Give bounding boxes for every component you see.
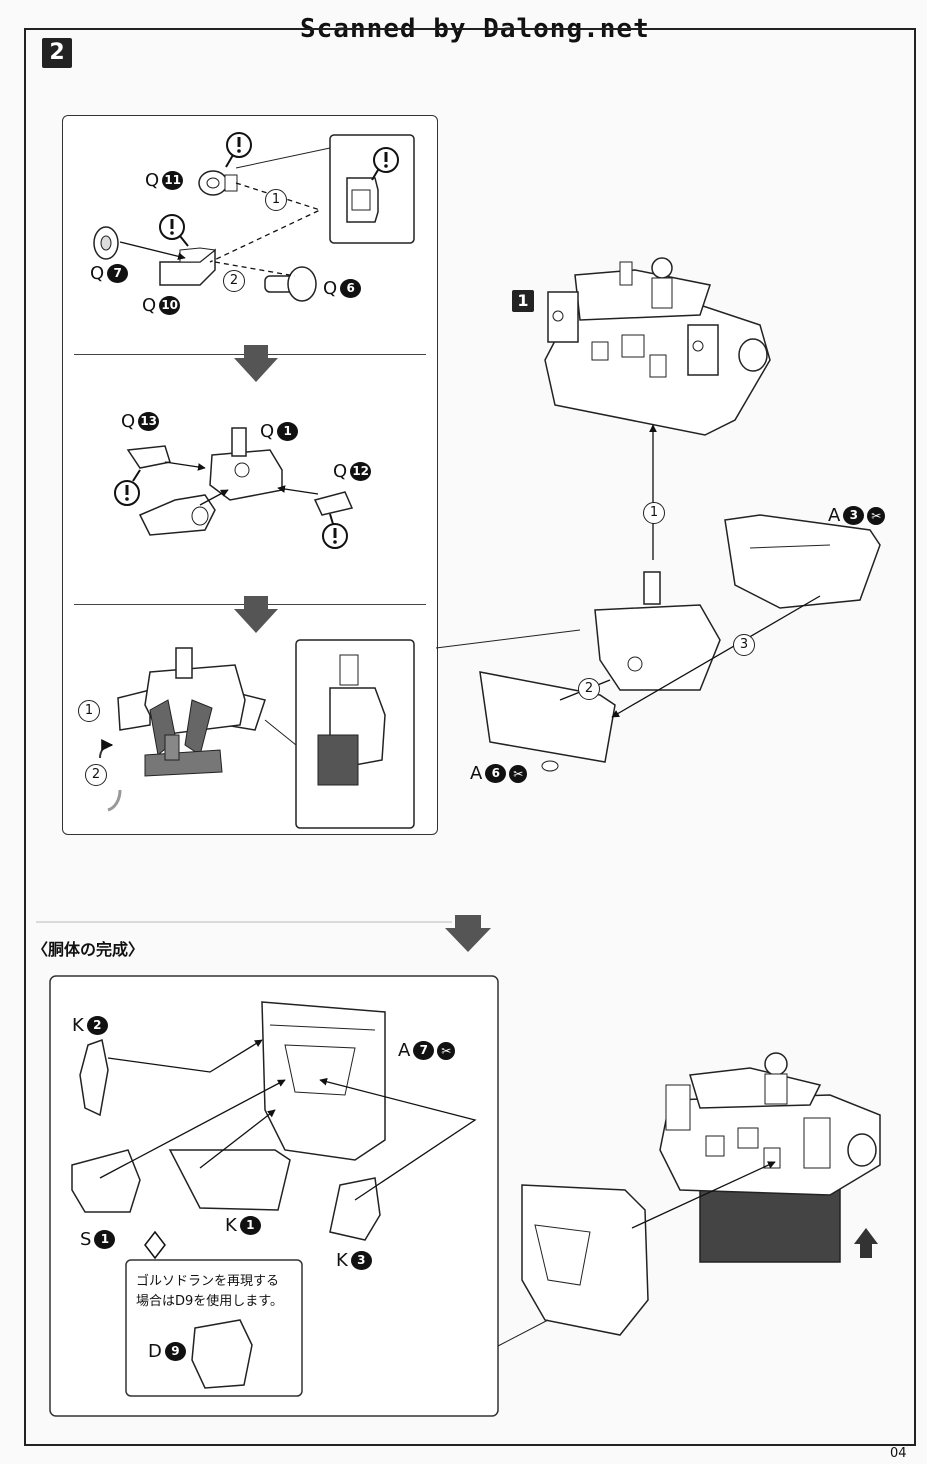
down-arrow-icon — [445, 915, 491, 952]
caution-icon — [114, 469, 141, 506]
note-line-2: 場合はD9を使用します。 — [136, 1294, 283, 1309]
order-marker-2: 2 — [85, 764, 107, 786]
note-text: ゴルソドランを再現する 場合はD9を使用します。 — [136, 1272, 283, 1312]
order-marker-2: 2 — [578, 678, 600, 700]
part-q13-drawing — [126, 445, 171, 469]
caution-icon — [159, 214, 189, 247]
completed-torso-drawing — [659, 1052, 881, 1263]
caution-icon — [225, 132, 252, 168]
part-q7-drawing — [93, 226, 119, 260]
page-number: 04 — [890, 1446, 907, 1461]
substep-marker: 1 — [512, 290, 534, 312]
caution-icon — [371, 147, 399, 181]
waist-joint-drawing — [594, 571, 721, 691]
part-q11-drawing — [198, 170, 238, 196]
order-marker-1: 1 — [265, 189, 287, 211]
part-k2-drawing — [79, 1039, 109, 1117]
page-frame — [24, 28, 916, 1446]
section-title: 〈胴体の完成〉 — [32, 940, 145, 959]
order-marker-1: 1 — [78, 700, 100, 722]
down-arrow-icon — [234, 345, 278, 382]
order-marker-1: 1 — [643, 502, 665, 524]
cut-gate-icon: ✂ — [437, 1041, 456, 1060]
skirt-armor-drawing — [521, 1184, 649, 1336]
down-arrow-icon — [234, 596, 278, 633]
order-marker-3: 3 — [733, 634, 755, 656]
note-line-1: ゴルソドランを再現する — [136, 1274, 280, 1289]
cut-gate-icon: ✂ — [867, 506, 886, 525]
part-q6-drawing — [264, 266, 317, 302]
cut-gate-icon: ✂ — [509, 764, 528, 783]
cut-gate-icon — [144, 1230, 166, 1260]
part-k3-drawing — [329, 1177, 381, 1241]
part-k1-drawing — [168, 1149, 291, 1211]
hip-joint-drawing — [117, 647, 266, 777]
upper-torso-drawing — [544, 257, 771, 436]
step-number: 2 — [42, 38, 72, 68]
detail-drawing — [317, 654, 386, 786]
order-marker-2: 2 — [223, 270, 245, 292]
caution-icon — [322, 513, 348, 549]
part-q12-drawing — [313, 491, 354, 516]
part-a3-drawing — [724, 514, 881, 609]
part-d9-drawing — [191, 1319, 253, 1389]
part-lower-drawing — [138, 494, 216, 536]
up-arrow-icon — [854, 1228, 878, 1258]
